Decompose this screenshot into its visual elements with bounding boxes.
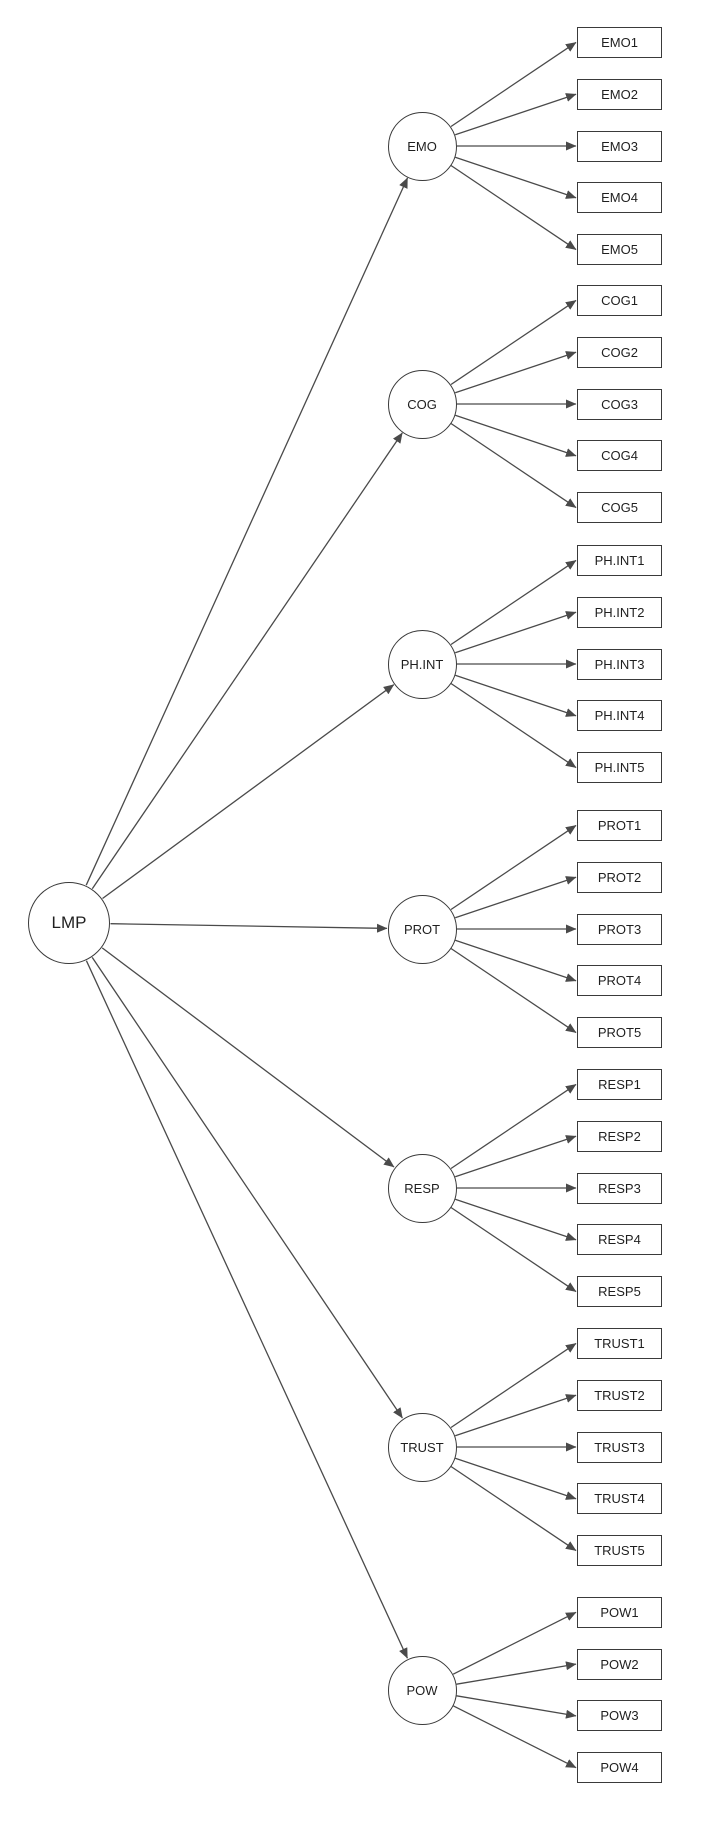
path-lmp-to-prot [110, 923, 388, 933]
path-lmp-to-ph-int [102, 684, 395, 900]
indicator-box-cog3: COG3 [577, 388, 662, 420]
indicator-box-emo3: EMO3 [577, 130, 662, 162]
indicator-box-emo4: EMO4 [577, 182, 662, 214]
indicator-box-trust1: TRUST1 [577, 1327, 662, 1359]
path-cog-to-cog2 [454, 351, 577, 394]
factor-node-cog: COG [387, 369, 457, 439]
path-trust-to-trust2 [454, 1394, 577, 1437]
path-pow-to-pow3 [456, 1695, 577, 1719]
path-trust-to-trust5 [450, 1465, 577, 1552]
indicator-box-prot4: PROT4 [577, 965, 662, 997]
path-lmp-to-emo [85, 177, 409, 886]
factor-node-resp: RESP [387, 1153, 457, 1223]
indicator-box-cog2: COG2 [577, 336, 662, 368]
factor-node-trust: TRUST [387, 1412, 457, 1482]
path-lmp-to-cog [91, 432, 403, 890]
path-resp-to-resp2 [454, 1135, 577, 1178]
path-prot-to-prot1 [450, 824, 577, 911]
path-ph-int-to-ph-int5 [450, 682, 577, 769]
factor-node-ph-int: PH.INT [387, 629, 457, 699]
path-pow-to-pow1 [452, 1611, 577, 1675]
indicator-box-ph-int1: PH.INT1 [577, 544, 662, 576]
path-lmp-to-pow [85, 960, 408, 1659]
path-ph-int-to-ph-int2 [454, 611, 577, 654]
path-cog-to-cog5 [450, 422, 577, 509]
indicator-box-emo2: EMO2 [577, 78, 662, 110]
indicator-box-prot3: PROT3 [577, 913, 662, 945]
indicator-box-prot1: PROT1 [577, 809, 662, 841]
path-ph-int-to-ph-int4 [454, 674, 577, 717]
path-trust-to-trust4 [454, 1457, 577, 1500]
path-resp-to-resp4 [454, 1198, 577, 1241]
indicator-box-resp1: RESP1 [577, 1068, 662, 1100]
path-resp-to-resp5 [450, 1206, 577, 1293]
path-lmp-to-trust [91, 957, 403, 1419]
indicator-box-pow3: POW3 [577, 1700, 662, 1732]
path-trust-to-trust1 [450, 1342, 577, 1429]
path-emo-to-emo2 [454, 93, 577, 136]
indicator-box-prot5: PROT5 [577, 1017, 662, 1049]
indicator-box-trust2: TRUST2 [577, 1379, 662, 1411]
indicator-box-pow1: POW1 [577, 1596, 662, 1628]
path-prot-to-prot4 [454, 939, 577, 982]
indicator-box-resp5: RESP5 [577, 1276, 662, 1308]
path-resp-to-resp1 [450, 1083, 577, 1170]
indicator-box-pow4: POW4 [577, 1752, 662, 1784]
indicator-box-ph-int3: PH.INT3 [577, 648, 662, 680]
indicator-box-resp4: RESP4 [577, 1224, 662, 1256]
path-emo-to-emo4 [454, 156, 577, 199]
path-cog-to-cog4 [454, 414, 577, 457]
indicator-box-emo5: EMO5 [577, 234, 662, 266]
path-emo-to-emo5 [450, 164, 577, 251]
indicator-box-trust5: TRUST5 [577, 1535, 662, 1567]
path-prot-to-prot2 [454, 876, 577, 919]
path-lmp-to-resp [101, 947, 395, 1168]
latent-node-lmp: LMP [28, 882, 110, 964]
path-emo-to-emo1 [450, 41, 577, 128]
indicator-box-pow2: POW2 [577, 1648, 662, 1680]
factor-node-prot: PROT [387, 894, 457, 964]
indicator-box-cog1: COG1 [577, 284, 662, 316]
indicator-box-cog4: COG4 [577, 440, 662, 472]
indicator-box-cog5: COG5 [577, 492, 662, 524]
path-pow-to-pow2 [456, 1661, 577, 1685]
indicator-box-ph-int5: PH.INT5 [577, 752, 662, 784]
factor-node-pow: POW [387, 1655, 457, 1725]
indicator-box-resp2: RESP2 [577, 1120, 662, 1152]
path-ph-int-to-ph-int1 [450, 559, 577, 646]
path-prot-to-prot5 [450, 947, 577, 1034]
indicator-box-trust3: TRUST3 [577, 1431, 662, 1463]
indicator-box-ph-int2: PH.INT2 [577, 596, 662, 628]
path-pow-to-pow4 [452, 1705, 577, 1769]
indicator-box-emo1: EMO1 [577, 26, 662, 58]
indicator-box-resp3: RESP3 [577, 1172, 662, 1204]
indicator-box-prot2: PROT2 [577, 861, 662, 893]
factor-node-emo: EMO [387, 111, 457, 181]
indicator-box-trust4: TRUST4 [577, 1483, 662, 1515]
indicator-box-ph-int4: PH.INT4 [577, 700, 662, 732]
path-cog-to-cog1 [450, 299, 577, 386]
